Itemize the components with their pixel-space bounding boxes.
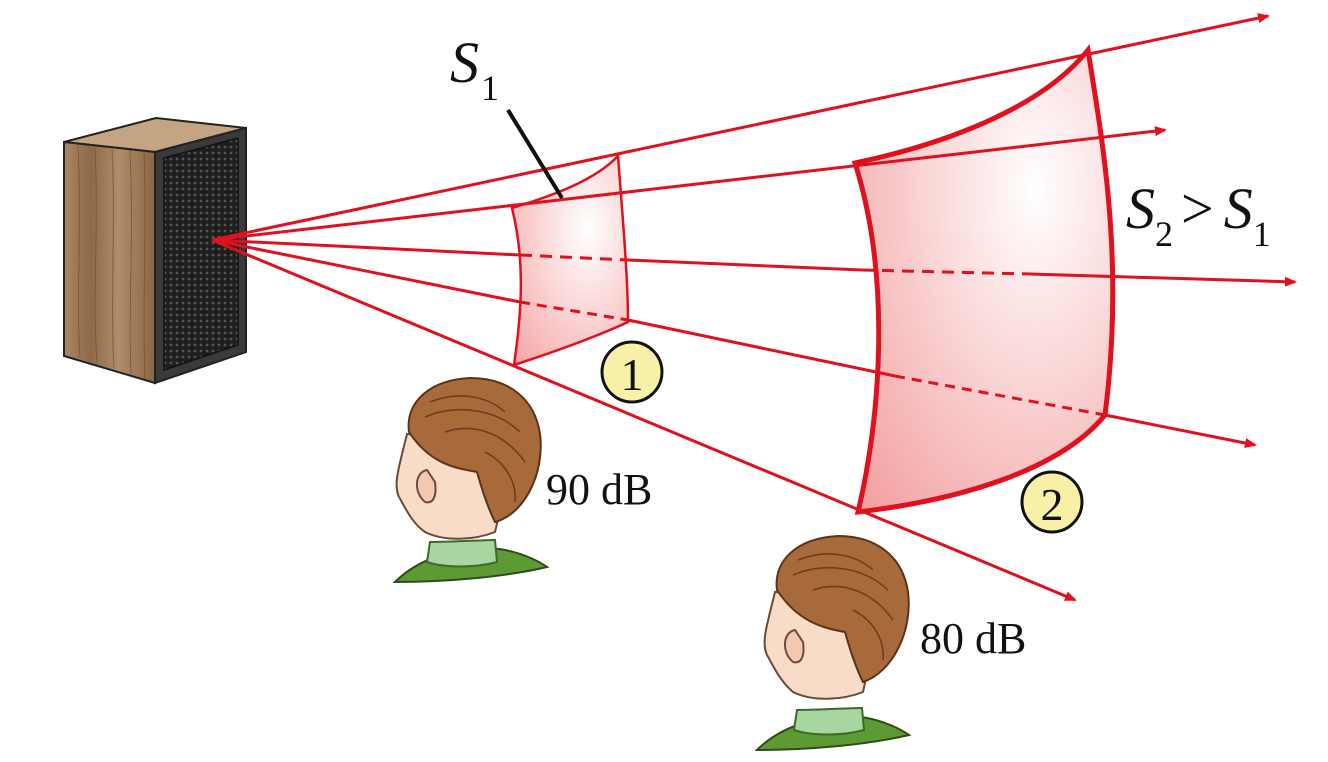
ray-3c [627, 258, 863, 272]
ray-4e [1104, 413, 1257, 448]
ray-4b [519, 300, 629, 322]
ray-5 [211, 238, 1077, 602]
surface-2 [851, 44, 1116, 515]
ray-4c [627, 318, 896, 378]
ray-4d [894, 374, 1106, 417]
near-level-label: 90 dB [546, 465, 652, 514]
comparison-lhs-sub: 2 [1155, 214, 1173, 254]
marker-1-label: 1 [621, 349, 644, 400]
surface-1 [510, 153, 630, 367]
surface-1-marker: 1 [600, 340, 664, 404]
comparison-op: > [1181, 176, 1214, 241]
speaker-icon [63, 116, 247, 385]
surface-2-marker: 2 [1020, 470, 1084, 534]
listener-head-icon [754, 534, 912, 752]
marker-2-label: 2 [1041, 479, 1064, 530]
far-level-label: 80 dB [920, 614, 1026, 663]
ray-3d [861, 268, 1031, 276]
listener-head-icon [392, 376, 550, 584]
s1-label: S1 [450, 30, 499, 108]
ray-3e [1029, 272, 1297, 287]
comparison-label: S2>S1 [1126, 176, 1271, 254]
s1-pointer [506, 108, 564, 200]
sound-rays [211, 13, 1297, 602]
ray-3a [211, 238, 521, 257]
ray-4a [211, 238, 521, 304]
comparison-rhs-main: S [1224, 176, 1253, 241]
comparison-lhs-main: S [1126, 176, 1155, 241]
ray-1 [211, 13, 1270, 242]
comparison-rhs-sub: 1 [1253, 214, 1271, 254]
ray-3b [519, 253, 629, 262]
s1-main: S [450, 30, 479, 95]
s1-sub: 1 [481, 68, 499, 108]
ray-2 [211, 126, 1167, 242]
